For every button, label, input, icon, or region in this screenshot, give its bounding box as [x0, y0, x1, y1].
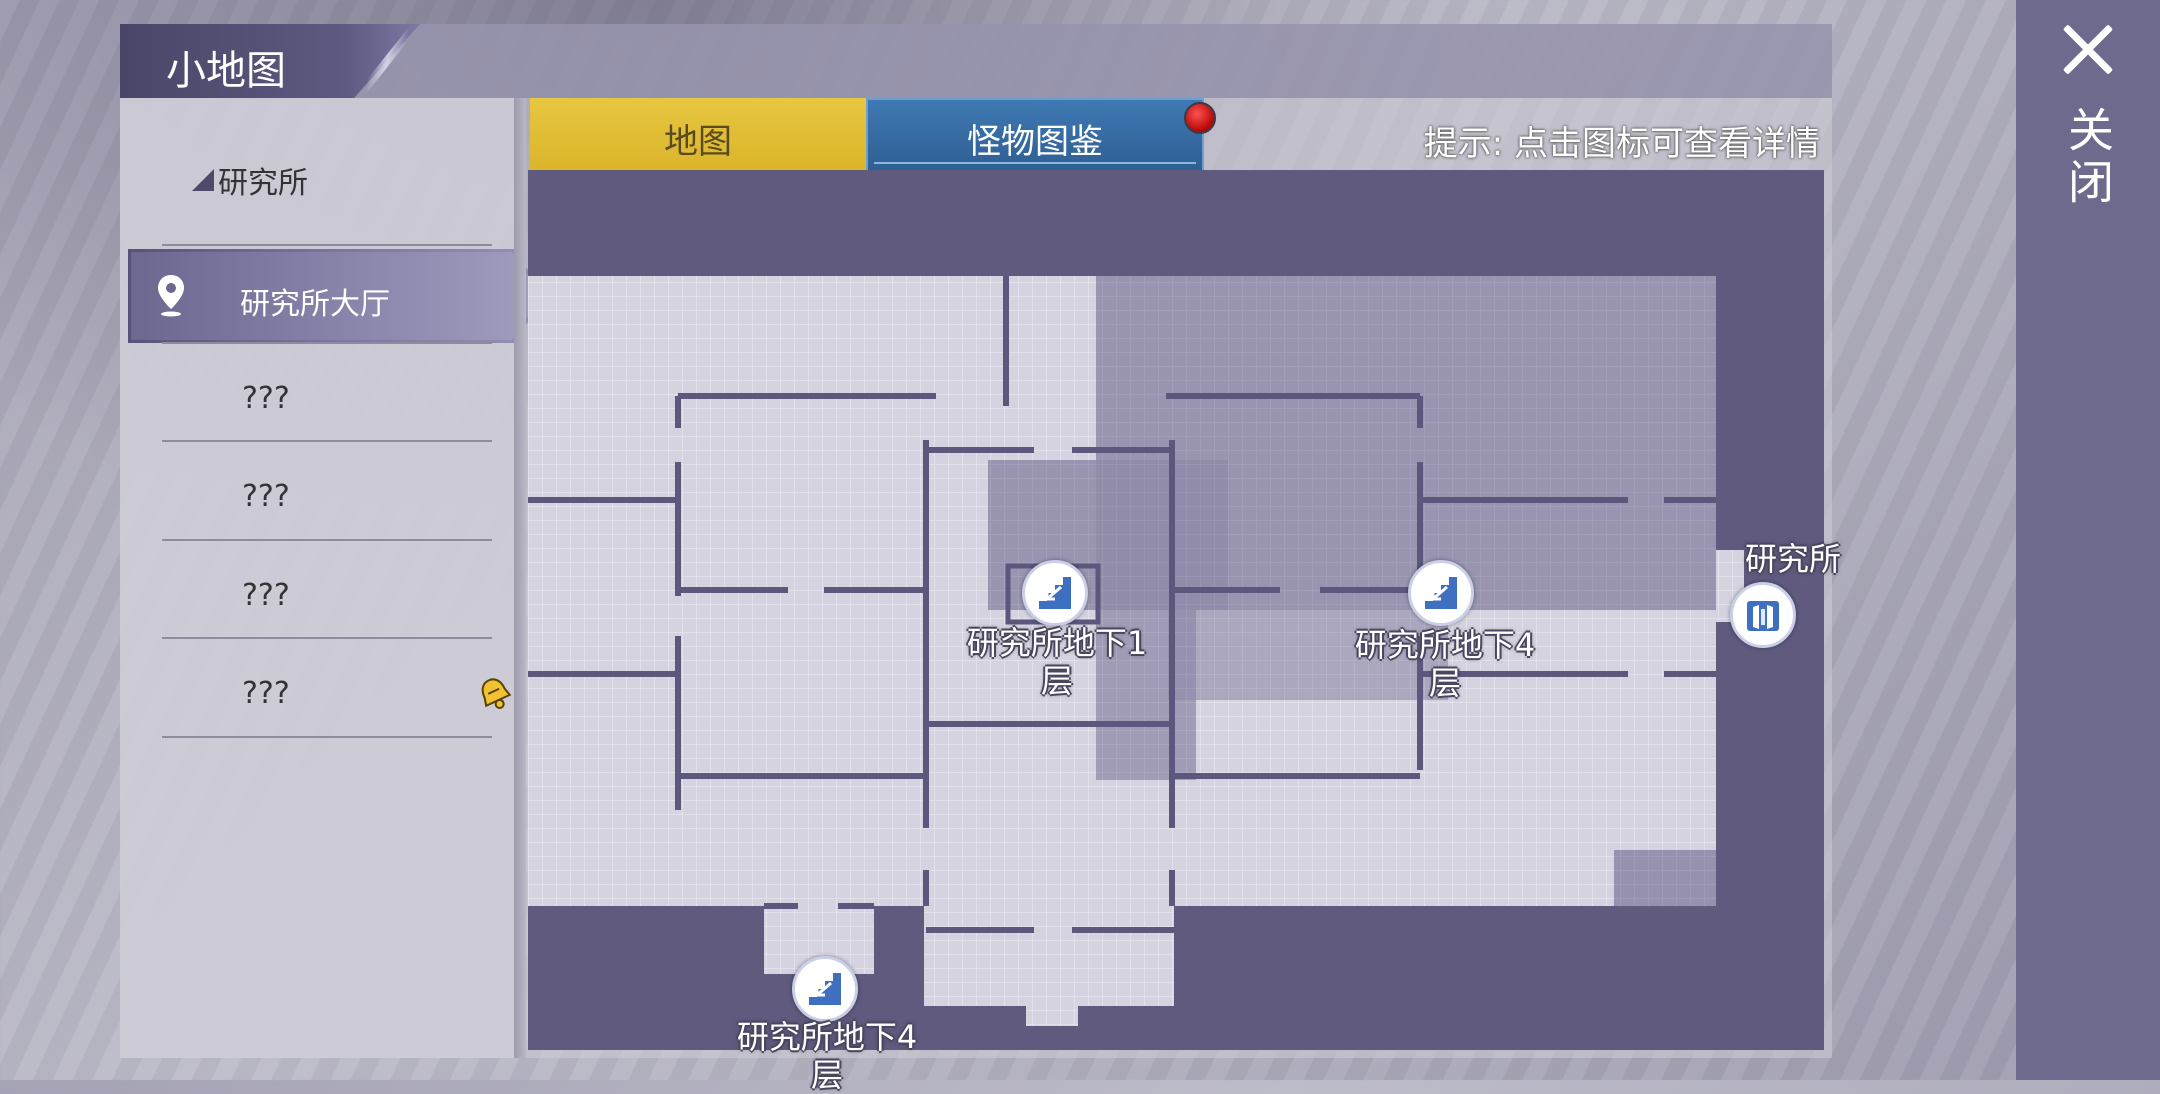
divider [162, 440, 492, 442]
sidebar-item-unknown-3[interactable]: ??? [242, 578, 290, 613]
bell-icon[interactable] [475, 674, 515, 714]
stairs-down-icon [1039, 577, 1071, 609]
exit-label: 研究所 [1744, 540, 1841, 578]
hint-text: 提示: 点击图标可查看详情 [1423, 124, 1820, 164]
tab-underline [874, 162, 1196, 164]
stairs-b4-bottom-icon[interactable] [792, 956, 858, 1022]
stairs-b4-bottom-label: 研究所地下4 层 [736, 1018, 918, 1094]
area-sidebar: 研究所 研究所大厅 ??? ??? ??? ??? [120, 98, 544, 1058]
stairs-b4-right-icon[interactable] [1408, 560, 1474, 626]
sidebar-group-header[interactable]: 研究所 [192, 158, 308, 202]
divider [162, 539, 492, 541]
sidebar-item-lab-hall[interactable]: 研究所大厅 [128, 249, 544, 343]
divider [162, 342, 492, 344]
minimap-panel: 小地图 研究所 研究所大厅 ??? ??? ??? ??? [120, 24, 1841, 1094]
tab-map-label: 地图 [664, 122, 732, 162]
exit-icon[interactable] [1730, 582, 1796, 648]
panel-title: 小地图 [166, 48, 286, 94]
stairs-b1-label: 研究所地下1 层 [966, 624, 1148, 700]
sidebar-item-unknown-2[interactable]: ??? [242, 479, 290, 514]
stairs-down-icon [809, 973, 841, 1005]
sidebar-group-label: 研究所 [218, 166, 308, 201]
active-item-fill [131, 252, 541, 340]
divider [162, 244, 492, 246]
divider [162, 736, 492, 738]
stairs-b4-right-label: 研究所地下4 层 [1354, 626, 1536, 702]
floor-plan [528, 276, 1744, 1026]
stairs-down-icon [1425, 577, 1457, 609]
sidebar-item-unknown-1[interactable]: ??? [242, 381, 290, 416]
divider [162, 637, 492, 639]
close-icon [2060, 22, 2116, 78]
close-label: 关闭 [2061, 106, 2115, 210]
map-exit-icon [1747, 601, 1779, 631]
stairs-b1-icon[interactable] [1022, 560, 1088, 626]
tab-monster-label: 怪物图鉴 [967, 122, 1103, 162]
notification-dot-icon [1184, 102, 1216, 134]
triangle-expand-icon [192, 169, 214, 191]
location-pin-icon [158, 275, 184, 317]
sidebar-item-unknown-4[interactable]: ??? [242, 676, 290, 711]
close-button[interactable]: 关闭 [2016, 0, 2160, 1080]
sidebar-divider [514, 98, 526, 1058]
map-viewport[interactable]: 研究所地下1 层 研究所地下4 层 研究所 研究所地下4 层 [528, 170, 1841, 1094]
sidebar-item-label: 研究所大厅 [240, 287, 390, 322]
tab-monster-guide[interactable]: 怪物图鉴 [866, 98, 1204, 172]
